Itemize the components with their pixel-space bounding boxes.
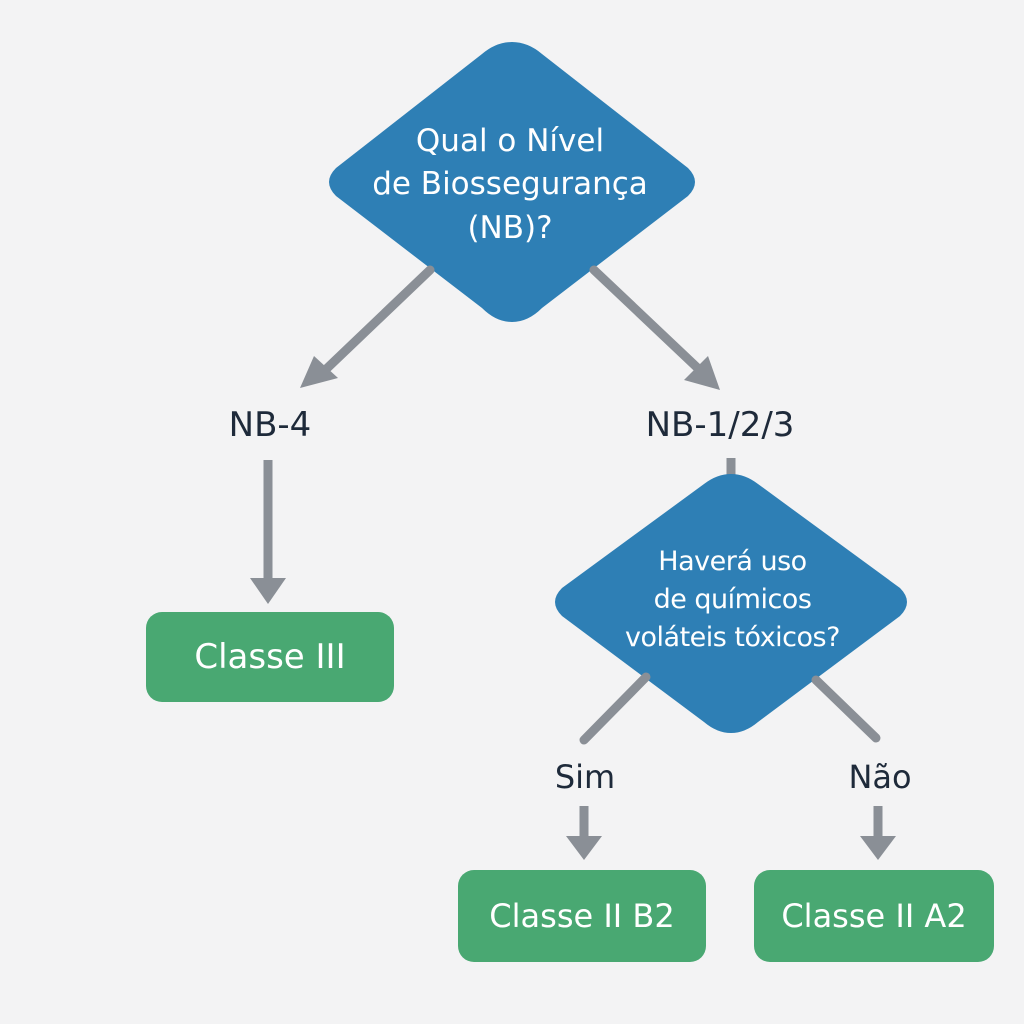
result-classe-iii-label: Classe III	[194, 637, 346, 677]
branch-label-nb4: NB-4	[228, 405, 312, 445]
result-classe-ii-a2: Classe II A2	[754, 870, 994, 962]
decision-1-line-2: de Biossegurança	[372, 166, 648, 203]
branch-label-sim: Sim	[554, 758, 616, 796]
decision-2-line-2: de químicos	[653, 584, 812, 616]
decision-nivel-biosseguranca-text: Qual o Nível de Biossegurança (NB)?	[340, 110, 680, 260]
result-classe-ii-b2: Classe II B2	[458, 870, 706, 962]
decision-1-line-3: (NB)?	[467, 209, 553, 246]
result-classe-iii: Classe III	[146, 612, 394, 702]
connector-to-sim	[579, 672, 651, 745]
connector-to-nb4	[300, 265, 435, 388]
branch-label-nb123: NB-1/2/3	[645, 405, 795, 445]
result-classe-ii-b2-label: Classe II B2	[489, 897, 675, 935]
decision-2-line-3: voláteis tóxicos?	[625, 621, 840, 653]
decision-quimicos-volateis-text: Haverá uso de químicos voláteis tóxicos?	[575, 530, 890, 670]
connector-to-nao	[811, 675, 881, 743]
decision-1-line-1: Qual o Nível	[415, 122, 605, 159]
decision-diamond-quimicos-volateis	[555, 474, 907, 733]
connector-to-nb123	[589, 265, 720, 390]
connector-sim-to-classe-ii-b2	[566, 806, 602, 860]
connector-nao-to-classe-ii-a2	[860, 806, 896, 860]
branch-label-nao: Não	[848, 758, 912, 796]
connector-nb4-to-classe-iii	[250, 460, 286, 604]
decision-diamond-nivel-biosseguranca	[329, 42, 695, 322]
result-classe-ii-a2-label: Classe II A2	[781, 897, 967, 935]
decision-2-line-1: Haverá uso	[658, 546, 807, 578]
